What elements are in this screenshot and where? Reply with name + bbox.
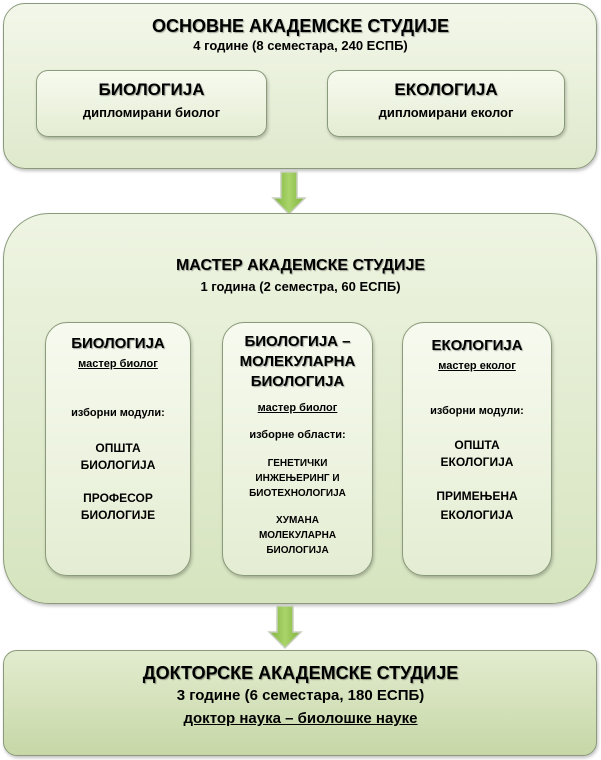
module-name: ЕКОЛОГИЈА — [440, 455, 514, 469]
program-degree: мастер биолог — [78, 358, 158, 370]
program-degree: дипломирани еколог — [378, 105, 514, 120]
module-name: ОПШТА — [95, 441, 141, 455]
module-name: ПРИМЕЊЕНА — [436, 489, 518, 503]
program-name: БИОЛОГИЈА — [250, 373, 345, 390]
area-name: МОЛЕКУЛАРНА — [258, 530, 337, 541]
program-degree: мастер еколог — [438, 360, 516, 372]
module-name: БИОЛОГИЈЕ — [80, 508, 156, 522]
program-name: МОЛЕКУЛАРНА — [239, 353, 356, 370]
doctoral-title: ДОКТОРСКЕ АКАДЕМСКЕ СТУДИЈЕ — [142, 663, 459, 683]
master-duration: 1 година (2 семестра, 60 ЕСПБ) — [200, 279, 401, 294]
program-name: БИОЛОГИЈА — [98, 80, 205, 99]
program-name: БИОЛОГИЈА – — [244, 333, 351, 350]
module-name: БИОЛОГИЈА — [80, 458, 156, 472]
master-program-biology: БИОЛОГИЈА мастер биолог изборни модули: … — [45, 322, 191, 576]
arrow-down-icon — [269, 170, 309, 216]
area-name: ИНЖЕЊЕРИНГ И — [255, 473, 340, 484]
area-name: ГЕНЕТИЧКИ — [267, 458, 328, 469]
program-degree: мастер биолог — [257, 402, 338, 414]
master-title: МАСТЕР АКАДЕМСКЕ СТУДИЈЕ — [175, 257, 426, 274]
module-name: ПРОФЕСОР — [83, 491, 153, 505]
master-program-ecology: ЕКОЛОГИЈА мастер еколог изборни модули: … — [402, 322, 552, 576]
module-name: ОПШТА — [454, 438, 500, 452]
program-name: ЕКОЛОГИЈА — [394, 80, 498, 99]
doctoral-degree: доктор наука – биолошке науке — [183, 710, 418, 727]
areas-label: изборне области: — [249, 429, 346, 441]
bachelor-title: ОСНОВНЕ АКАДЕМСКЕ СТУДИЈЕ — [151, 16, 450, 36]
module-name: ЕКОЛОГИЈА — [440, 508, 514, 522]
area-name: ХУМАНА — [276, 515, 319, 526]
area-name: БИОЛОГИЈА — [266, 545, 329, 556]
bachelor-duration: 4 године (8 семестара, 240 ЕСПБ) — [193, 38, 408, 53]
modules-label: изборни модули: — [430, 405, 524, 417]
area-name: БИОТЕХНОЛОГИЈА — [249, 488, 346, 499]
bachelor-program-ecology: ЕКОЛОГИЈА дипломирани еколог — [327, 70, 565, 137]
doctoral-duration: 3 године (6 семестара, 180 ЕСПБ) — [176, 687, 425, 704]
program-name: ЕКОЛОГИЈА — [431, 337, 523, 354]
modules-label: изборни модули: — [71, 407, 165, 419]
master-program-molecular-biology: БИОЛОГИЈА – МОЛЕКУЛАРНА БИОЛОГИЈА мастер… — [222, 322, 373, 576]
doctoral-studies-panel — [3, 650, 597, 756]
arrow-down-icon — [265, 604, 305, 650]
program-name: БИОЛОГИЈА — [71, 335, 165, 352]
program-degree: дипломирани биолог — [82, 105, 221, 120]
bachelor-program-biology: БИОЛОГИЈА дипломирани биолог — [36, 70, 267, 137]
